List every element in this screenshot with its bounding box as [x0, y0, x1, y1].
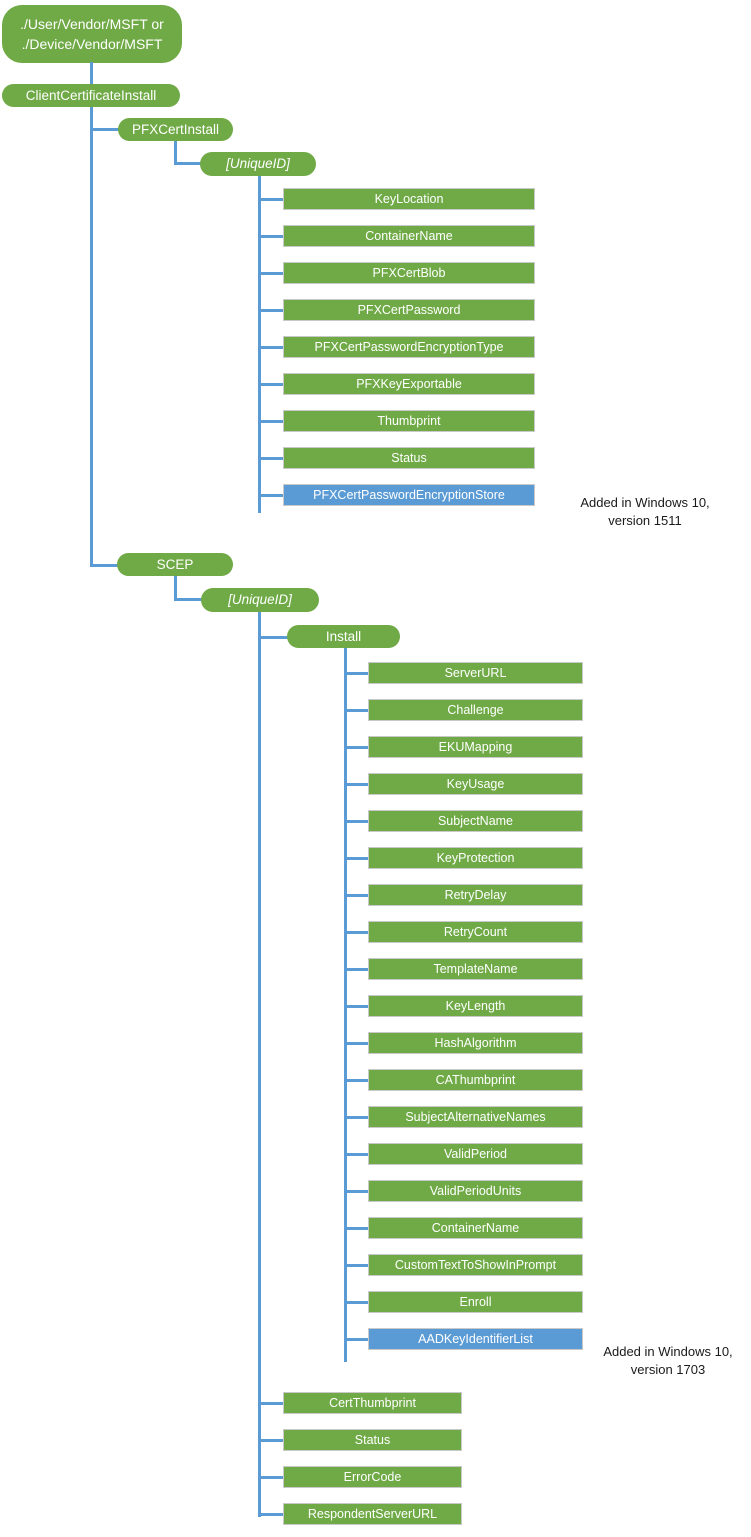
connector-stub [344, 1301, 368, 1304]
connector-stub [344, 894, 368, 897]
connector-to-scep [90, 564, 120, 567]
connector-stub [344, 1264, 368, 1267]
connector-to-install [258, 636, 290, 639]
connector-stub [344, 746, 368, 749]
connector-stub [258, 198, 283, 201]
connector-stub [344, 1005, 368, 1008]
node-root-vendor-path[interactable]: ./User/Vendor/MSFT or ./Device/Vendor/MS… [2, 5, 182, 63]
connector-stub [258, 235, 283, 238]
leaf-node-pfxcertpassword[interactable]: PFXCertPassword [283, 299, 535, 321]
connector-scep-uniqueid-trunk [258, 612, 261, 1517]
connector-scep-down [174, 576, 177, 599]
leaf-node-subjectalternativenames[interactable]: SubjectAlternativeNames [368, 1106, 583, 1128]
connector-stub [344, 1079, 368, 1082]
connector-stub [258, 1402, 283, 1405]
leaf-node-hashalgorithm[interactable]: HashAlgorithm [368, 1032, 583, 1054]
leaf-node-ekumapping[interactable]: EKUMapping [368, 736, 583, 758]
connector-stub [258, 420, 283, 423]
node-pfxcertinstall[interactable]: PFXCertInstall [118, 118, 233, 141]
leaf-node-pfxcertblob[interactable]: PFXCertBlob [283, 262, 535, 284]
leaf-node-cathumbprint[interactable]: CAThumbprint [368, 1069, 583, 1091]
connector-pfxcertinstall-down [174, 141, 177, 163]
leaf-node-pfxcertpasswordencryptionstore[interactable]: PFXCertPasswordEncryptionStore [283, 484, 535, 506]
leaf-node-templatename[interactable]: TemplateName [368, 958, 583, 980]
connector-stub [258, 1476, 283, 1479]
connector-stub [344, 1153, 368, 1156]
connector-stub [344, 1190, 368, 1193]
leaf-node-customtexttoshowinprompt[interactable]: CustomTextToShowInPrompt [368, 1254, 583, 1276]
leaf-node-keyusage[interactable]: KeyUsage [368, 773, 583, 795]
leaf-node-challenge[interactable]: Challenge [368, 699, 583, 721]
connector-stub [258, 309, 283, 312]
connector-stub [344, 672, 368, 675]
connector-stub [258, 457, 283, 460]
connector-stub [344, 709, 368, 712]
leaf-node-keyprotection[interactable]: KeyProtection [368, 847, 583, 869]
leaf-node-thumbprint[interactable]: Thumbprint [283, 410, 535, 432]
leaf-node-containername[interactable]: ContainerName [368, 1217, 583, 1239]
connector-stub [258, 1513, 283, 1516]
leaf-node-validperiodunits[interactable]: ValidPeriodUnits [368, 1180, 583, 1202]
note-scep-added-in-windows: Added in Windows 10, version 1703 [603, 1344, 733, 1377]
leaf-node-aadkeyidentifierlist[interactable]: AADKeyIdentifierList [368, 1328, 583, 1350]
connector-stub [258, 346, 283, 349]
connector-to-pfxcertinstall [90, 128, 120, 131]
leaf-node-pfxkeyexportable[interactable]: PFXKeyExportable [283, 373, 535, 395]
node-scep-uniqueid[interactable]: [UniqueID] [201, 588, 319, 612]
node-install[interactable]: Install [287, 625, 400, 648]
leaf-node-keylength[interactable]: KeyLength [368, 995, 583, 1017]
leaf-node-keylocation[interactable]: KeyLocation [283, 188, 535, 210]
connector-stub [258, 272, 283, 275]
connector-pfxcertinstall-to-uniqueid [174, 162, 202, 165]
leaf-node-errorcode[interactable]: ErrorCode [283, 1466, 462, 1488]
node-pfx-uniqueid[interactable]: [UniqueID] [200, 152, 316, 176]
note-pfx-added-in-windows: Added in Windows 10, version 1511 [580, 495, 710, 528]
node-scep[interactable]: SCEP [117, 553, 233, 576]
connector-stub [344, 857, 368, 860]
leaf-node-enroll[interactable]: Enroll [368, 1291, 583, 1313]
connector-stub [344, 1338, 368, 1341]
leaf-node-respondentserverurl[interactable]: RespondentServerURL [283, 1503, 462, 1525]
connector-stub [344, 1116, 368, 1119]
node-clientcertificateinstall[interactable]: ClientCertificateInstall [2, 84, 180, 107]
connector-stub [344, 820, 368, 823]
connector-scep-to-uniqueid [174, 598, 203, 601]
leaf-node-status[interactable]: Status [283, 1429, 462, 1451]
leaf-node-pfxcertpasswordencryptiontype[interactable]: PFXCertPasswordEncryptionType [283, 336, 535, 358]
connector-stub [344, 783, 368, 786]
connector-pfx-children-trunk [258, 176, 261, 513]
leaf-node-subjectname[interactable]: SubjectName [368, 810, 583, 832]
connector-stub [344, 1227, 368, 1230]
leaf-node-containername[interactable]: ContainerName [283, 225, 535, 247]
connector-stub [344, 931, 368, 934]
connector-stub [258, 494, 283, 497]
leaf-node-retrycount[interactable]: RetryCount [368, 921, 583, 943]
connector-level1-trunk [90, 107, 93, 566]
connector-stub [344, 1042, 368, 1045]
connector-stub [258, 1439, 283, 1442]
connector-root-to-level1 [90, 62, 93, 86]
leaf-node-serverurl[interactable]: ServerURL [368, 662, 583, 684]
connector-stub [344, 968, 368, 971]
leaf-node-validperiod[interactable]: ValidPeriod [368, 1143, 583, 1165]
connector-stub [258, 383, 283, 386]
leaf-node-retrydelay[interactable]: RetryDelay [368, 884, 583, 906]
leaf-node-status[interactable]: Status [283, 447, 535, 469]
leaf-node-certthumbprint[interactable]: CertThumbprint [283, 1392, 462, 1414]
